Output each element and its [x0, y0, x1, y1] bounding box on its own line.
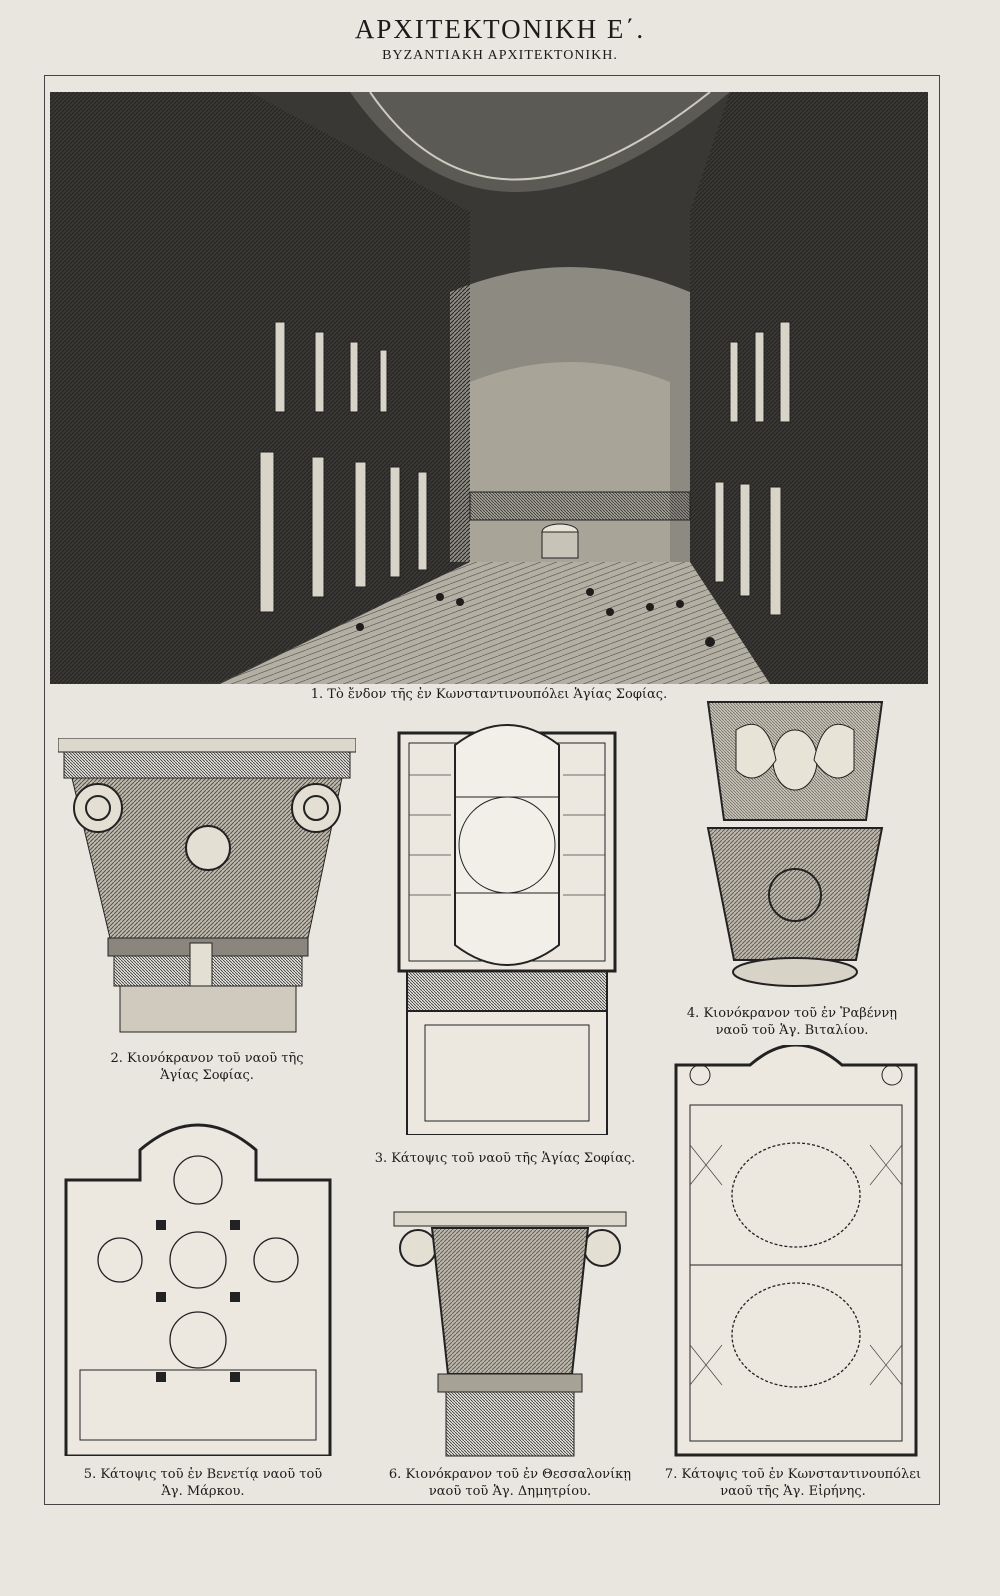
- figure-1-interior-engraving: [50, 92, 928, 684]
- figure-2-caption-line-1: 2. Κιονόκρανον τοῦ ναοῦ τῆς: [110, 1051, 304, 1066]
- figure-2-capital-engraving: [58, 738, 356, 1034]
- figure-7-caption-line-1: 7. Κάτοψις τοῦ ἐν Κωνσταντινουπόλει: [664, 1467, 922, 1482]
- figure-3-caption: 3. Κάτοψις τοῦ ναοῦ τῆς Ἁγίας Σοφίας.: [374, 1151, 636, 1166]
- figure-7-caption-line-2: ναοῦ τῆς Ἁγ. Εἰρήνης.: [720, 1484, 866, 1499]
- page-subtitle: ΒΥΖΑΝΤΙΑΚΗ ΑΡΧΙΤΕΚΤΟΝΙΚΗ.: [382, 48, 618, 63]
- page-title: ΑΡΧΙΤΕΚΤΟΝΙΚΗ Ε΄.: [354, 14, 646, 44]
- figure-7-caption: 7. Κάτοψις τοῦ ἐν Κωνσταντινουπόλει ναοῦ…: [650, 1466, 936, 1500]
- figure-5-plan-drawing: [60, 1120, 336, 1456]
- figure-6-caption-line-1: 6. Κιονόκρανον τοῦ ἐν Θεσσαλονίκῃ: [388, 1467, 632, 1482]
- figure-2-caption: 2. Κιονόκρανον τοῦ ναοῦ τῆς Ἁγίας Σοφίας…: [58, 1050, 356, 1084]
- figure-6-capital-engraving: [392, 1210, 628, 1458]
- figure-4-capital-engraving: [706, 700, 884, 998]
- figure-7-plan-drawing: [670, 1045, 922, 1457]
- figure-2-caption-line-2: Ἁγίας Σοφίας.: [160, 1068, 254, 1083]
- figure-6-caption-line-2: ναοῦ τοῦ Ἁγ. Δημητρίου.: [428, 1484, 592, 1499]
- figure-5-caption: 5. Κάτοψις τοῦ ἐν Βενετίᾳ ναοῦ τοῦ Ἁγ. Μ…: [58, 1466, 348, 1500]
- figure-4-caption-line-1: 4. Κιονόκρανον τοῦ ἐν Ῥαβέννῃ: [686, 1006, 898, 1021]
- figure-5-caption-line-1: 5. Κάτοψις τοῦ ἐν Βενετίᾳ ναοῦ τοῦ: [83, 1467, 323, 1482]
- figure-3-plan-drawing: [395, 715, 619, 1135]
- figure-6-caption: 6. Κιονόκρανον τοῦ ἐν Θεσσαλονίκῃ ναοῦ τ…: [368, 1466, 652, 1500]
- figure-5-caption-line-2: Ἁγ. Μάρκου.: [161, 1484, 245, 1499]
- plate-frame: [44, 75, 940, 1505]
- figure-1-caption: 1. Τὸ ἔνδον τῆς ἐν Κωνσταντινουπόλει Ἁγί…: [310, 687, 668, 702]
- figure-4-caption: 4. Κιονόκρανον τοῦ ἐν Ῥαβέννῃ ναοῦ τοῦ Ἁ…: [664, 1005, 920, 1039]
- figure-4-caption-line-2: ναοῦ τοῦ Ἁγ. Βιταλίου.: [715, 1023, 869, 1038]
